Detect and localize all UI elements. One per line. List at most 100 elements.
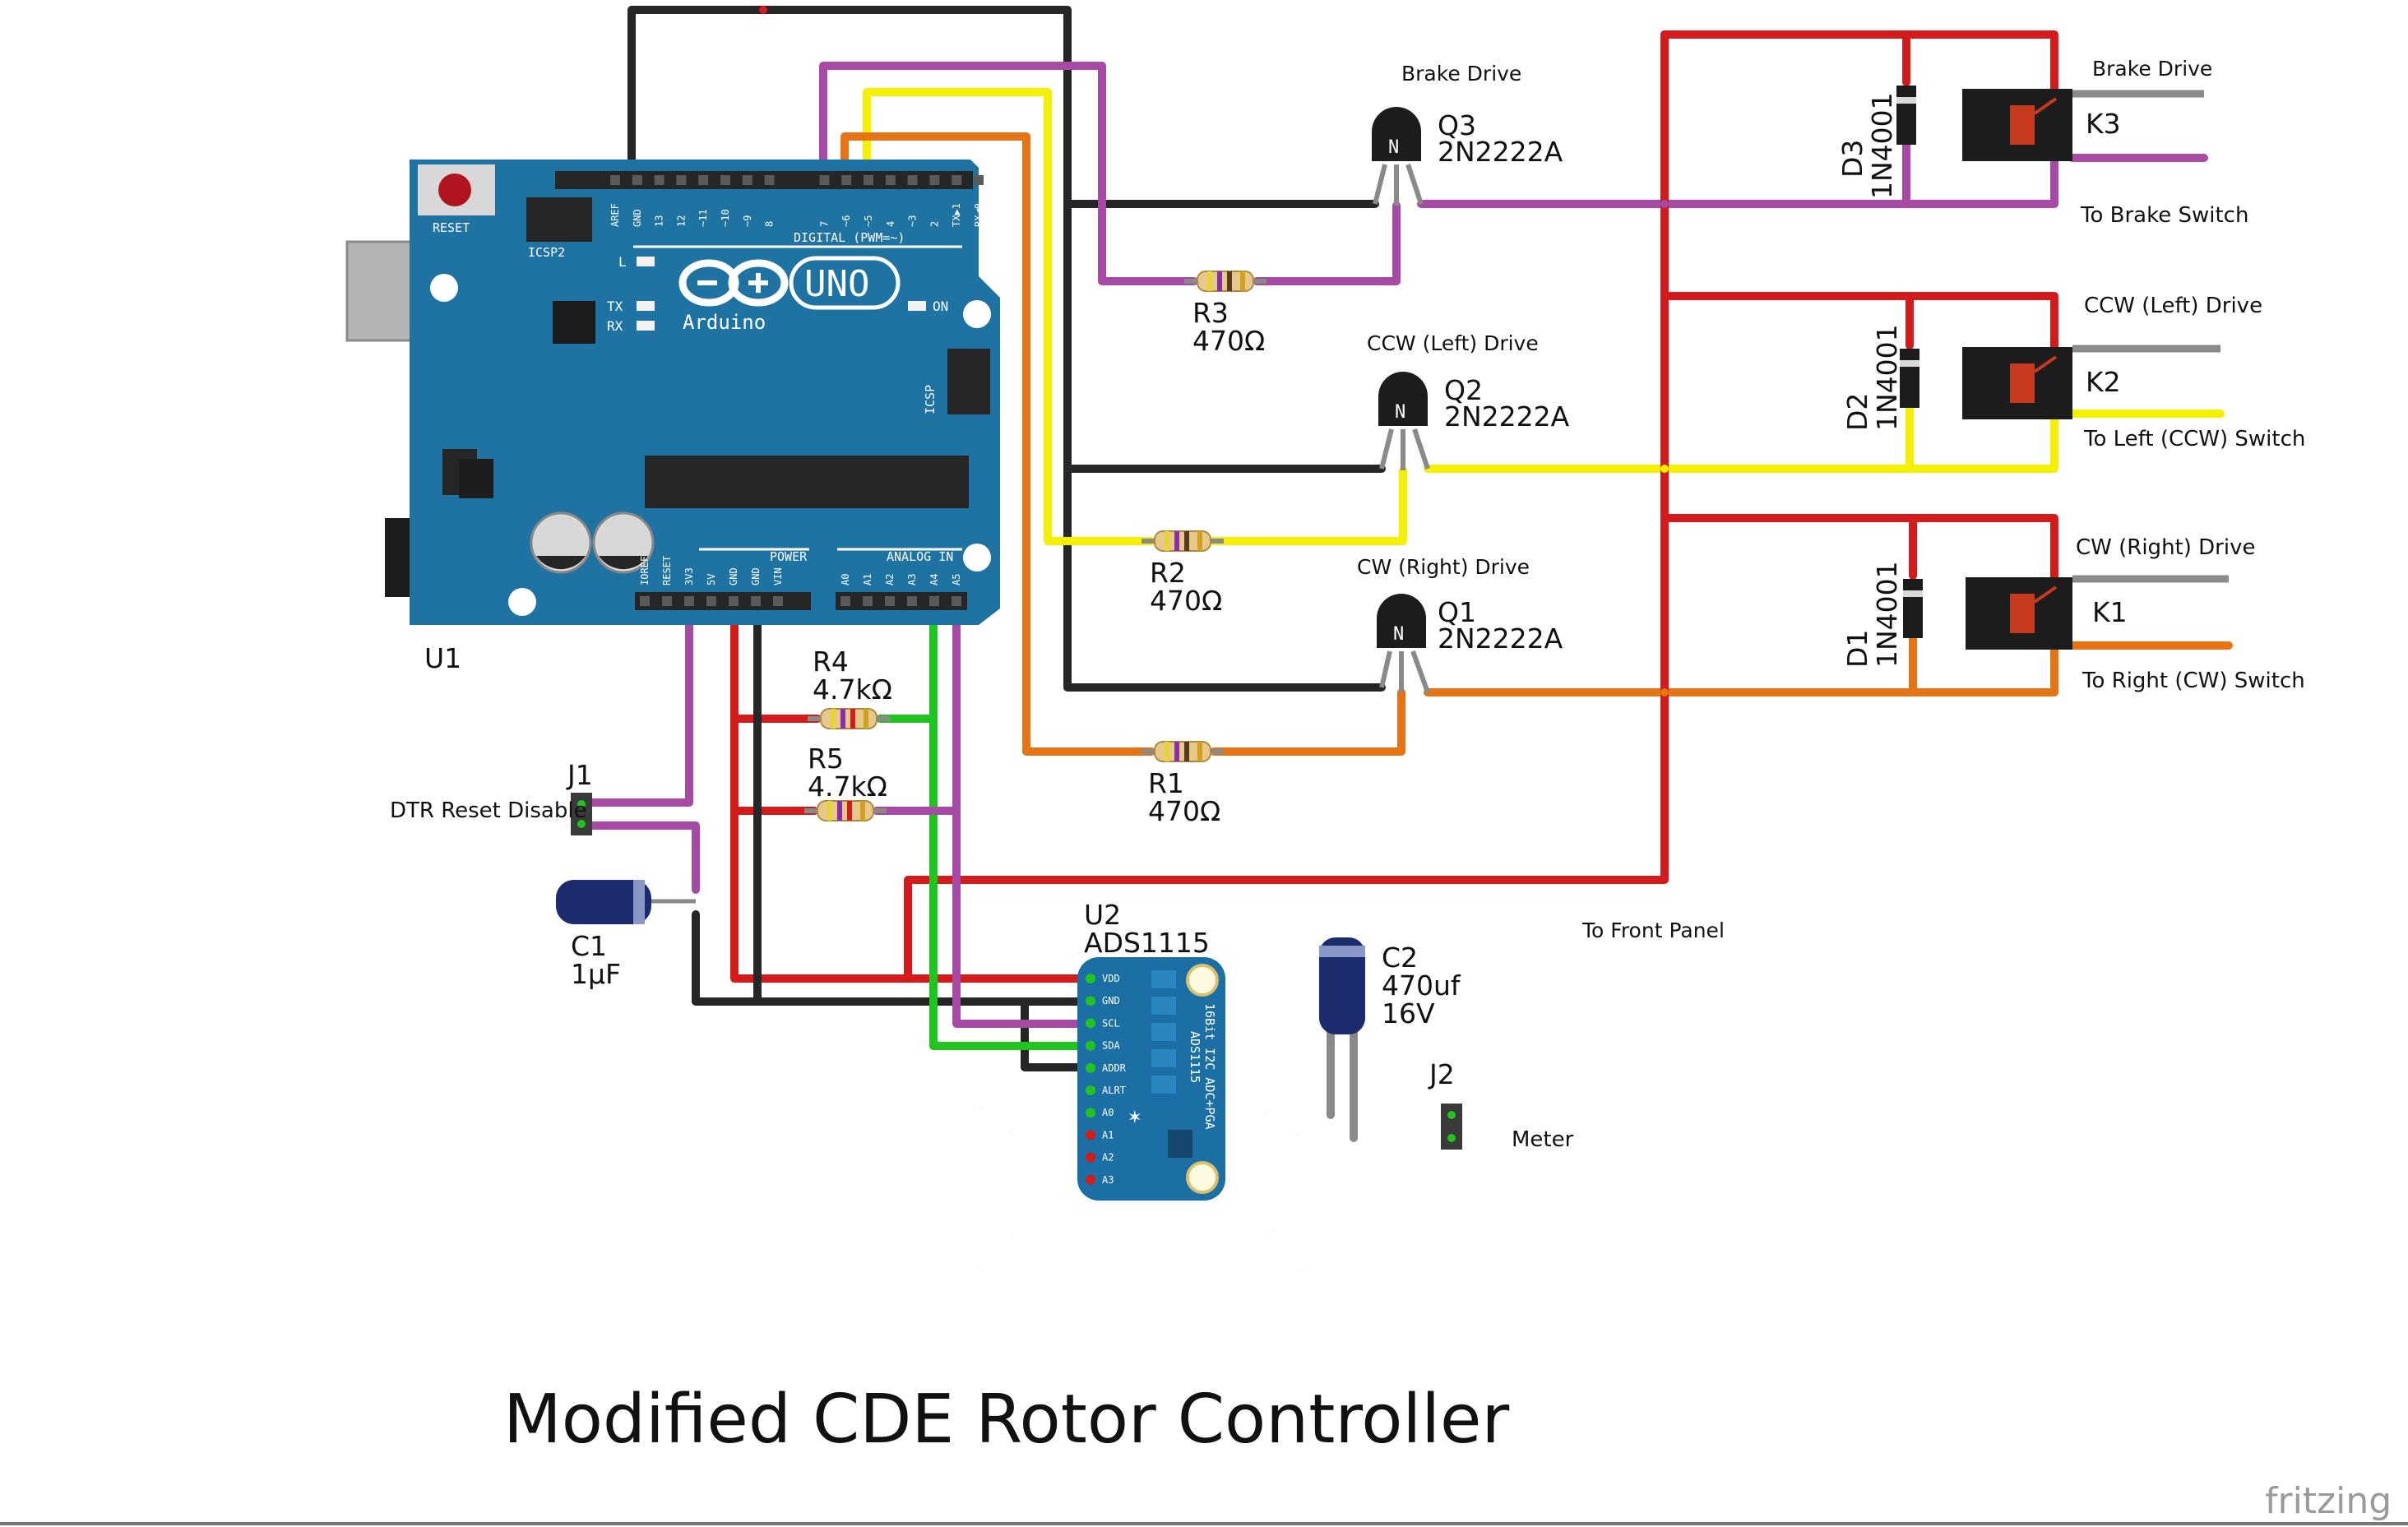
wire-white-a0 (979, 1108, 1455, 1272)
header-pin (907, 175, 918, 185)
header-pin (751, 596, 761, 606)
icsp-label: ICSP (923, 385, 938, 414)
c1-ref: C1 (571, 930, 607, 962)
header-pin (662, 596, 672, 606)
ads-pin-label: VDD (1102, 973, 1120, 984)
r4-value: 4.7kΩ (813, 673, 892, 706)
power-analog-pin-label: A3 (906, 574, 918, 585)
ads-pin (1086, 1062, 1095, 1073)
u2-name: ADS1115 (1084, 927, 1210, 959)
analog-label: ANALOG IN (887, 549, 953, 564)
wire-red-5v-vdd (730, 595, 1095, 983)
digital-pin-label: ~6 (840, 215, 852, 227)
resistor-r3 (1184, 271, 1267, 292)
diode-d1 (1903, 579, 1923, 638)
ads-pin-label: SCL (1102, 1017, 1120, 1029)
ads-pin-label: A3 (1102, 1174, 1114, 1186)
digital-pin-label: AREF (609, 203, 621, 227)
mount-hole (963, 544, 991, 571)
jumper-j1 (571, 793, 592, 835)
icsp-header (947, 349, 990, 414)
header-pin (720, 175, 730, 185)
q1-part: 2N2222A (1438, 622, 1563, 655)
r2-value: 470Ω (1150, 585, 1222, 617)
ads-pin (1086, 1108, 1095, 1118)
board-model: UNO (804, 263, 869, 305)
relay-k1 (1966, 575, 2229, 650)
board-name: Arduino (683, 311, 766, 334)
ads-pin-label: A0 (1102, 1107, 1114, 1118)
header-pin (706, 596, 716, 606)
led-l-label: L (618, 254, 627, 270)
ads-pin-label: A1 (1102, 1129, 1114, 1141)
ads-pin (1086, 1040, 1095, 1051)
power-analog-pin-label: A5 (951, 574, 962, 585)
ads-pin-label: A2 (1102, 1152, 1114, 1164)
d3-part: 1N4001 (1866, 92, 1898, 199)
header-pin (764, 175, 775, 185)
header-pin (952, 596, 961, 606)
k3-bottom: To Brake Switch (2080, 203, 2248, 228)
r4-ref: R4 (813, 646, 849, 678)
fritzing-brand: fritzing (2265, 1480, 2392, 1522)
ads-pin-label: SDA (1102, 1040, 1120, 1052)
ads-pin (1086, 1174, 1095, 1185)
r5-value: 4.7kΩ (808, 770, 887, 803)
led-on (908, 301, 926, 311)
wire-orange-q1-k1 (1424, 637, 2058, 696)
r3-value: 470Ω (1192, 325, 1265, 357)
arduino-board (410, 160, 1000, 625)
power-analog-pin-label: A1 (862, 574, 873, 585)
header-pin (742, 175, 752, 185)
jumper-j2 (1441, 1104, 1462, 1150)
power-analog-pin-label: A4 (928, 574, 940, 585)
digital-pin-label: 2 (928, 221, 940, 227)
front-panel-label: To Front Panel (1581, 919, 1725, 942)
svg-text:N: N (1393, 624, 1404, 645)
d3-ref: D3 (1836, 140, 1869, 178)
svg-text:N: N (1395, 402, 1405, 423)
ads-pin (1086, 1018, 1095, 1029)
k2-ref: K2 (2086, 366, 2121, 398)
wire-orange-d5-r1 (840, 132, 1155, 756)
power-analog-pin-label: 3V3 (683, 567, 695, 585)
header-pin (841, 175, 852, 185)
header-pin (610, 175, 620, 185)
power-analog-pin-label: 5V (706, 574, 717, 585)
led-on-label: ON (933, 298, 948, 314)
c2-rating: 16V (1382, 997, 1435, 1030)
r1-ref: R1 (1148, 767, 1184, 799)
wire-purple-j1-c1 (586, 821, 700, 894)
wire-green-sda (929, 595, 1095, 1050)
icsp2-header (526, 197, 592, 242)
digital-pin-label: 4 (885, 221, 896, 227)
wire-purple-scl (952, 595, 1095, 1028)
led-l (637, 257, 655, 266)
header-pin (863, 596, 873, 606)
capacitor-c2 (1319, 937, 1365, 1034)
wire-purple-reset-j1 (586, 595, 693, 807)
resistor-r1 (1141, 741, 1224, 762)
header-pin (840, 596, 850, 606)
header-pin (729, 596, 739, 606)
ads-board-text-2: ADS1115 (1188, 1031, 1202, 1083)
relay-k2 (1962, 345, 2220, 419)
wire-purple-r3-q3 (1253, 201, 1401, 285)
wire-purple-q3-k3 (1417, 148, 2058, 208)
c2-value: 470uf (1382, 969, 1461, 1002)
q3-caption: Brake Drive (1401, 62, 1521, 86)
svg-text:✶: ✶ (1128, 1104, 1141, 1129)
led-rx (637, 321, 655, 331)
reset-button-cap[interactable] (438, 174, 471, 206)
digital-pin-label: ~11 (697, 209, 709, 227)
k3-ref: K3 (2086, 108, 2121, 140)
digital-label: DIGITAL (PWM=~) (794, 230, 905, 245)
j2-label: Meter (1512, 1127, 1574, 1152)
q3-ref: Q3 (1438, 109, 1476, 141)
header-pin (952, 175, 962, 185)
r1-value: 470Ω (1148, 795, 1220, 827)
svg-text:N: N (1388, 137, 1399, 158)
